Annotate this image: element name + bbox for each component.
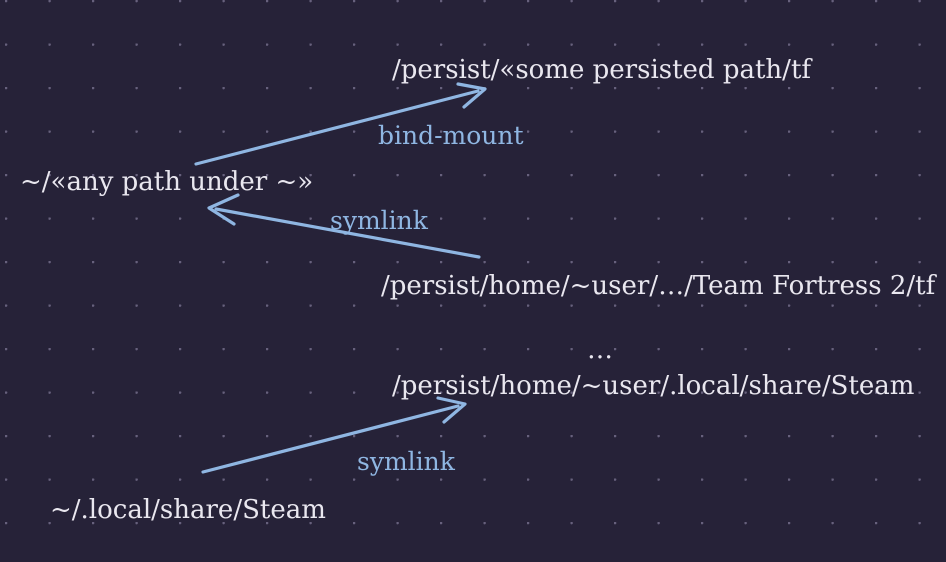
node-ellipsis: …: [587, 335, 613, 365]
edge-label-symlink-steam: symlink: [357, 447, 455, 476]
node-any-path-under-home: ~/«any path under ~»: [20, 167, 314, 197]
node-persist-home-tf: /persist/home/~user/…/Team Fortress 2/tf: [381, 271, 936, 301]
node-home-local-steam: ~/.local/share/Steam: [50, 495, 326, 525]
node-persist-some-path: /persist/«some persisted path/tf: [392, 55, 812, 85]
node-persist-home-steam: /persist/home/~user/.local/share/Steam: [392, 371, 915, 401]
edge-label-symlink-home: symlink: [330, 206, 428, 235]
edge-label-bind-mount: bind-mount: [378, 121, 524, 150]
